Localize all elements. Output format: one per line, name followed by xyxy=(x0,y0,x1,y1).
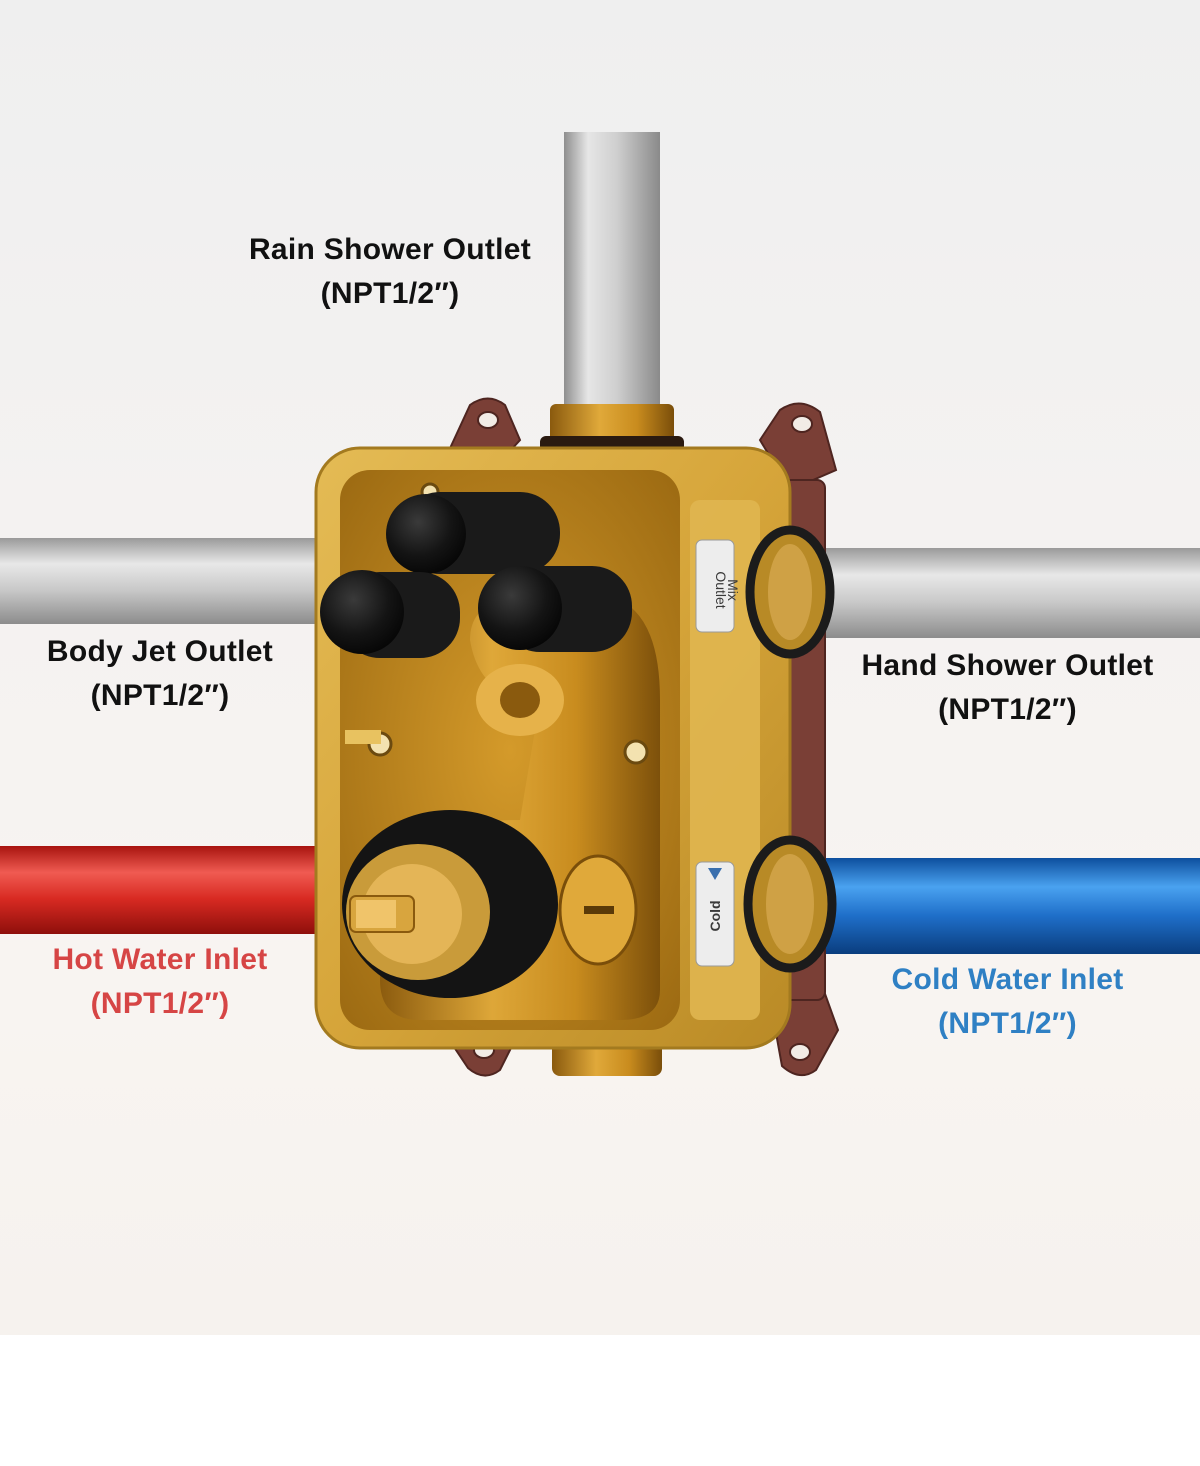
diverter-knobs xyxy=(320,492,632,658)
hand-shower-spec: (NPT1/2″) xyxy=(938,693,1077,726)
body-jet-spec: (NPT1/2″) xyxy=(90,679,230,712)
cold-water-name: Cold Water Inlet xyxy=(891,963,1124,996)
hot-water-spec: (NPT1/2″) xyxy=(90,987,230,1020)
cold-tag-label: Cold xyxy=(707,900,723,931)
hot-water-label: Hot Water Inlet (NPT1/2″) xyxy=(0,938,320,1026)
body-jet-pipe xyxy=(0,538,330,624)
outlet-mix-tag: Outlet Mix xyxy=(695,539,741,633)
cold-water-label: Cold Water Inlet (NPT1/2″) xyxy=(830,958,1185,1046)
outlet-tag-line1: Outlet xyxy=(713,571,729,608)
hot-water-pipe xyxy=(0,846,330,934)
rain-shower-spec: (NPT1/2″) xyxy=(320,277,460,310)
hand-shower-name: Hand Shower Outlet xyxy=(861,649,1154,682)
cold-water-spec: (NPT1/2″) xyxy=(938,1007,1077,1040)
body-jet-label: Body Jet Outlet (NPT1/2″) xyxy=(0,630,320,718)
cold-water-pipe xyxy=(770,858,1200,954)
thermostatic-cartridge xyxy=(342,810,558,998)
cold-tag: Cold xyxy=(695,861,735,967)
arrow-down-icon xyxy=(708,868,722,880)
side-ports xyxy=(743,525,837,973)
rain-shower-name: Rain Shower Outlet xyxy=(248,233,532,266)
body-jet-name: Body Jet Outlet xyxy=(46,635,274,668)
hot-water-name: Hot Water Inlet xyxy=(52,943,268,976)
outlet-tag-line2: Mix xyxy=(725,579,741,601)
top-connector xyxy=(550,404,674,444)
rain-shower-label: Rain Shower Outlet (NPT1/2″) xyxy=(190,228,590,316)
rain-shower-pipe xyxy=(564,132,660,422)
hand-shower-label: Hand Shower Outlet (NPT1/2″) xyxy=(830,644,1185,732)
flange-holes xyxy=(473,411,813,1061)
hand-shower-pipe xyxy=(770,548,1200,638)
bottom-margin xyxy=(0,1335,1200,1466)
